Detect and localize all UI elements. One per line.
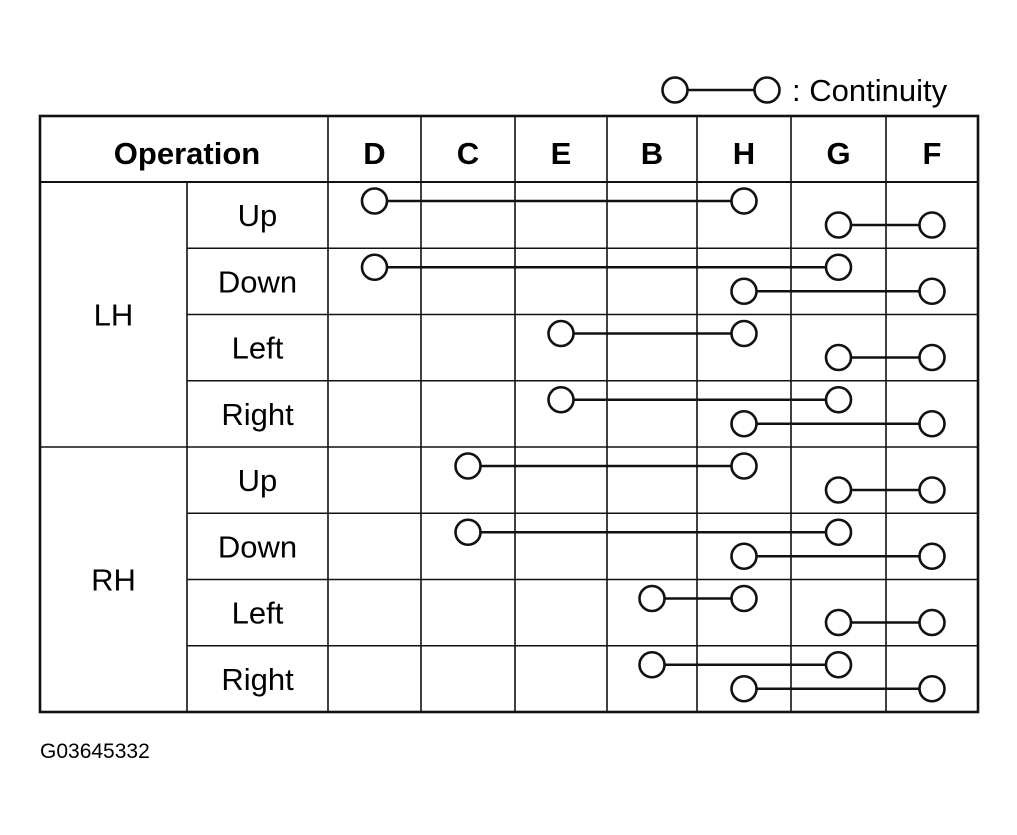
operation-label-up: Up	[238, 198, 278, 233]
terminal-pin-f	[918, 674, 946, 703]
terminal-pin-h	[730, 584, 758, 613]
table-border	[38, 114, 980, 714]
operation-label-down: Down	[218, 529, 297, 564]
figure-code: G03645332	[40, 740, 150, 763]
terminal-pin-g	[824, 476, 853, 504]
operation-label-down: Down	[218, 264, 297, 299]
continuity-link-e-g	[547, 385, 853, 414]
legend-pin-right	[753, 76, 781, 104]
operation-header: Operation	[114, 136, 260, 171]
operation-label-left: Left	[232, 331, 284, 366]
terminal-pin-h	[730, 277, 758, 306]
terminal-header-c: C	[457, 136, 479, 171]
terminal-pin-h	[730, 319, 758, 348]
terminal-header-b: B	[641, 136, 663, 171]
terminal-pin-h	[730, 187, 758, 215]
terminal-pin-f	[918, 608, 946, 637]
terminal-pin-b	[638, 650, 666, 679]
terminal-pin-g	[824, 518, 853, 547]
continuity-link-h-f	[730, 674, 946, 703]
terminal-pin-c	[454, 452, 482, 480]
operation-label-right: Right	[221, 397, 294, 432]
terminal-header-e: E	[551, 136, 572, 171]
table-grid	[38, 114, 980, 714]
continuity-link-d-g	[360, 253, 853, 282]
terminal-pin-h	[730, 452, 758, 480]
terminal-pin-d	[360, 253, 389, 282]
terminal-pin-h	[730, 674, 758, 703]
side-label-rh: RH	[91, 563, 136, 598]
terminal-pin-h	[730, 409, 758, 438]
continuity-link-g-f	[824, 476, 946, 504]
terminal-pin-g	[824, 608, 853, 637]
continuity-link-g-f	[824, 608, 946, 637]
continuity-link-h-f	[730, 542, 946, 571]
terminal-pin-g	[824, 385, 853, 414]
terminal-pin-f	[918, 542, 946, 571]
terminal-header-h: H	[733, 136, 755, 171]
continuity-link-d-h	[360, 187, 758, 215]
continuity-link-b-h	[638, 584, 758, 613]
legend-text: : Continuity	[792, 73, 948, 108]
terminal-pin-g	[824, 253, 853, 282]
side-label-lh: LH	[94, 298, 134, 333]
terminal-pin-c	[454, 518, 482, 547]
terminal-pin-f	[918, 409, 946, 438]
terminal-pin-f	[918, 277, 946, 306]
table-header: Operation D C E B H G F	[114, 136, 942, 171]
terminal-pin-f	[918, 343, 946, 372]
terminal-header-d: D	[363, 136, 385, 171]
continuity-link-c-g	[454, 518, 853, 547]
continuity-link-h-f	[730, 409, 946, 438]
continuity-link-c-h	[454, 452, 758, 480]
terminal-pin-b	[638, 584, 666, 613]
continuity-link-b-g	[638, 650, 853, 679]
terminal-pin-g	[824, 343, 853, 372]
terminal-pin-h	[730, 542, 758, 571]
legend-pin-left	[661, 76, 689, 104]
continuity-link-g-f	[824, 343, 946, 372]
operation-label-right: Right	[221, 662, 294, 697]
terminal-header-f: F	[923, 136, 942, 171]
legend: : Continuity	[661, 73, 948, 108]
terminal-pin-f	[918, 211, 946, 239]
operation-label-up: Up	[238, 463, 278, 498]
terminal-pin-e	[547, 385, 575, 414]
continuity-link-h-f	[730, 277, 946, 306]
terminal-pin-g	[824, 650, 853, 679]
terminal-header-g: G	[826, 136, 850, 171]
connections	[360, 187, 946, 703]
continuity-link-g-f	[824, 211, 946, 239]
terminal-pin-e	[547, 319, 575, 348]
terminal-pin-f	[918, 476, 946, 504]
continuity-link-e-h	[547, 319, 758, 348]
terminal-pin-d	[360, 187, 389, 215]
terminal-pin-g	[824, 211, 853, 239]
operation-label-left: Left	[232, 596, 284, 631]
